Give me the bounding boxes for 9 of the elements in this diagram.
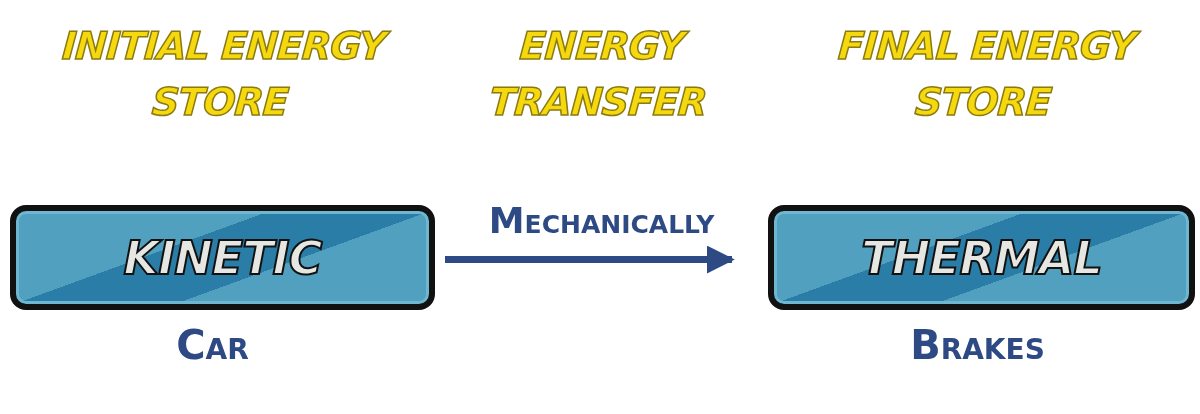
energy-store-box: [768, 205, 1195, 310]
store-label: KINETIC: [123, 230, 322, 285]
object-label: Car: [175, 322, 250, 368]
heading: FINAL ENERGY STORE: [796, 18, 1174, 130]
object-label: Brakes: [909, 322, 1046, 368]
heading: ENERGY TRANSFER: [487, 23, 710, 126]
energy-store-box: [10, 205, 435, 310]
store-label: THERMAL: [861, 230, 1102, 285]
heading: INITIAL ENERGY STORE: [33, 18, 411, 130]
